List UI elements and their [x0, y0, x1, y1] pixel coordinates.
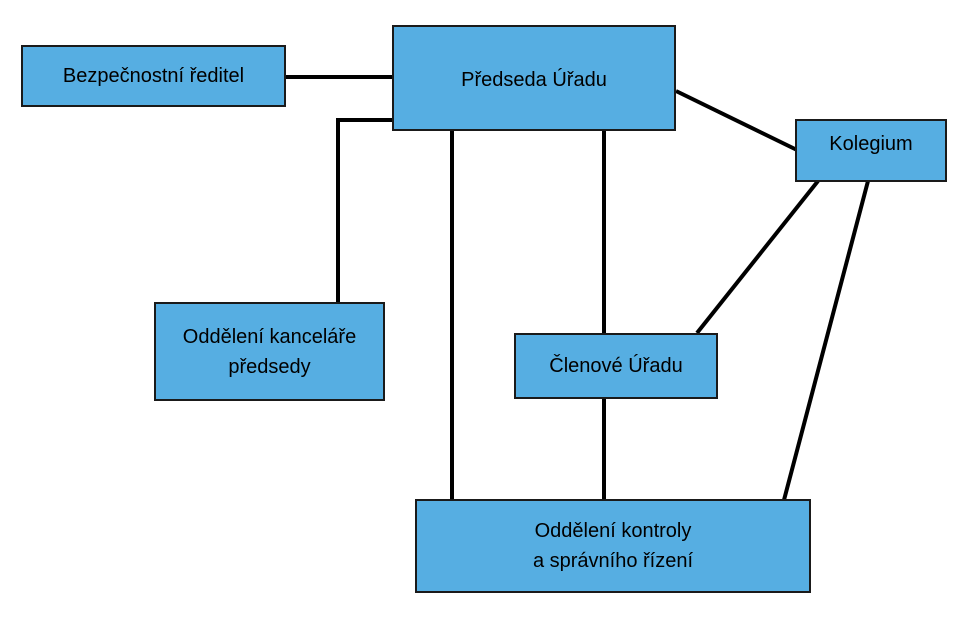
node-clenove-uradu-label: Členové Úřadu	[549, 355, 683, 377]
node-bezpecnostni-reditel-label: Bezpečnostní ředitel	[62, 65, 245, 87]
node-kolegium: Kolegium	[795, 119, 947, 182]
node-kancelar-label-line2: předsedy	[228, 355, 311, 378]
node-clenove-uradu: Členové Úřadu	[514, 333, 718, 399]
node-kolegium-label: Kolegium	[829, 133, 913, 155]
node-predseda-uradu: Předseda Úřadu	[392, 25, 676, 131]
node-oddeleni-kancelare-predsedy: Oddělení kanceláře předsedy	[154, 302, 385, 401]
node-kancelar-label-line1: Oddělení kanceláře	[182, 325, 357, 348]
connector-kolegium-clenove	[695, 179, 820, 335]
connector-predseda-kancelar	[336, 118, 393, 303]
node-bezpecnostni-reditel: Bezpečnostní ředitel	[21, 45, 286, 107]
node-predseda-uradu-label: Předseda Úřadu	[461, 69, 607, 91]
node-kontrola-label-line1: Oddělení kontroly	[534, 520, 692, 542]
node-oddeleni-kontroly: Oddělení kontroly a správního řízení	[415, 499, 811, 593]
connector-kolegium-kontrola	[782, 180, 870, 501]
connector-predseda-kolegium	[675, 89, 798, 152]
node-kontrola-label-line2: a správního řízení	[532, 550, 694, 572]
